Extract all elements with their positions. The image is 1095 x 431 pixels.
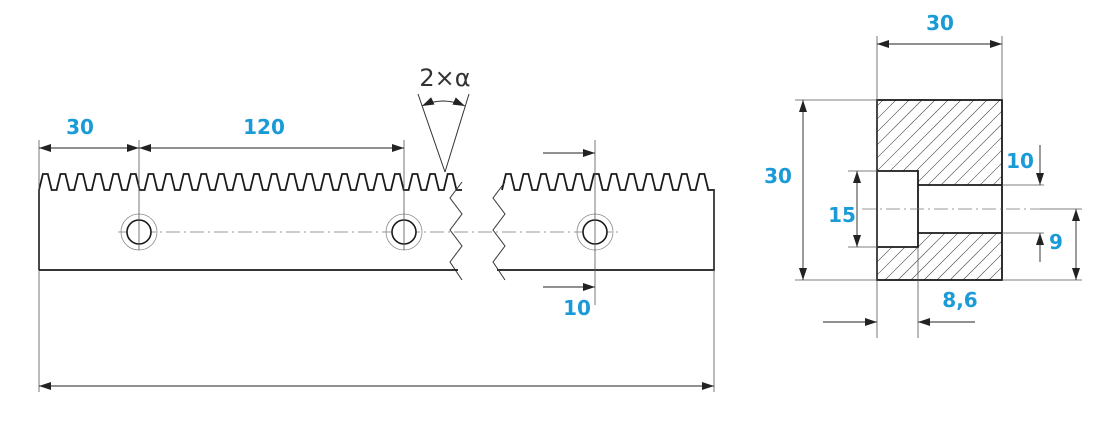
hatch-line bbox=[877, 100, 936, 159]
dim-hole-to-end: 10 bbox=[563, 296, 591, 320]
hatch-line bbox=[877, 100, 962, 185]
dim-counterbore-depth: 10 bbox=[1006, 149, 1034, 173]
rack-left-segment-outline bbox=[38, 173, 462, 270]
hatch-line bbox=[1080, 100, 1095, 280]
break-line-right bbox=[492, 181, 506, 281]
hatch-line bbox=[690, 100, 870, 280]
dim-hole-pitch: 120 bbox=[243, 115, 285, 139]
hatch-line bbox=[877, 100, 884, 107]
tooth-flank-extension-left bbox=[417, 93, 446, 173]
dim-counterbore-diameter: 15 bbox=[828, 203, 856, 227]
tooth-flank-extension-right bbox=[444, 93, 470, 173]
dim-hole-diameter: 9 bbox=[1049, 230, 1063, 254]
break-line-left bbox=[449, 181, 463, 281]
rack-right-segment-outline bbox=[497, 173, 715, 271]
dim-counterbore-width: 8,6 bbox=[942, 288, 977, 312]
hatch-line bbox=[923, 201, 1002, 280]
dim-section-width: 30 bbox=[926, 11, 954, 35]
hatch-line bbox=[877, 100, 949, 172]
hatch-line bbox=[677, 100, 857, 280]
hatch-line bbox=[877, 100, 910, 133]
dim-first-hole-offset: 30 bbox=[66, 115, 94, 139]
hatch-line bbox=[936, 214, 1002, 280]
hatch-line bbox=[988, 266, 1002, 280]
hatch-line bbox=[1067, 100, 1095, 280]
dim-tooth-angle: 2×α bbox=[419, 64, 470, 92]
tooth-angle-arc bbox=[421, 97, 466, 107]
hatch-line bbox=[949, 227, 1002, 280]
hatch-line bbox=[877, 100, 897, 120]
dim-section-height: 30 bbox=[764, 164, 792, 188]
hatch-line bbox=[877, 100, 923, 146]
hatch-line bbox=[962, 240, 1002, 280]
rack-section-view: 30 30 15 10 9 8,6 bbox=[677, 11, 1095, 338]
rack-front-view: 30 120 2×α 10 bbox=[38, 64, 715, 392]
